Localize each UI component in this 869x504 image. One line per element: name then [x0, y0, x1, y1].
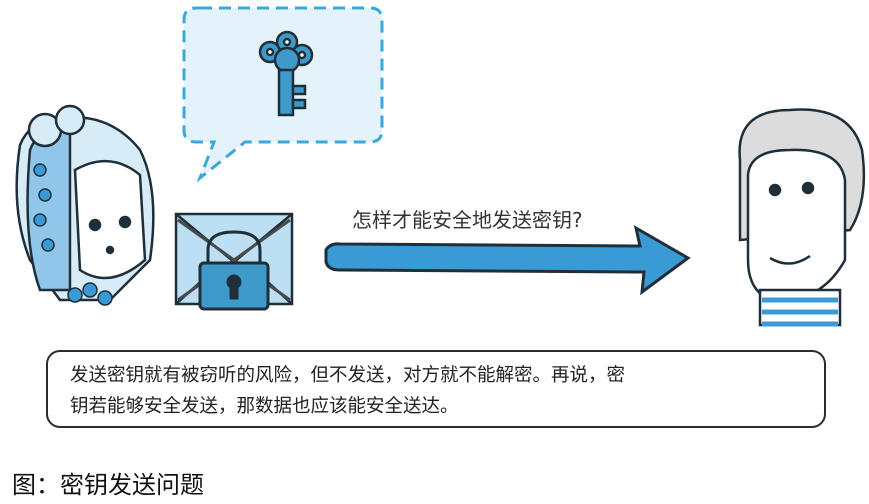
arrow-icon [324, 224, 691, 296]
figure-caption: 图：密钥发送问题 [12, 471, 204, 499]
note-box: 发送密钥就有被窃听的风险，但不发送，对方就不能解密。再说，密 钥若能够安全发送，… [46, 350, 826, 428]
padlock-icon [198, 230, 270, 311]
envelope-icon [174, 212, 294, 306]
key-icon [258, 30, 314, 117]
note-line-1: 发送密钥就有被窃听的风险，但不发送，对方就不能解密。再说，密 [70, 365, 626, 386]
note-line-2: 钥若能够安全发送，那数据也应该能安全送达。 [70, 396, 459, 417]
boy-character [738, 108, 866, 327]
illustration [15, 6, 866, 327]
girl-character [15, 104, 155, 306]
question-text: 怎样才能安全地发送密钥? [352, 208, 583, 232]
